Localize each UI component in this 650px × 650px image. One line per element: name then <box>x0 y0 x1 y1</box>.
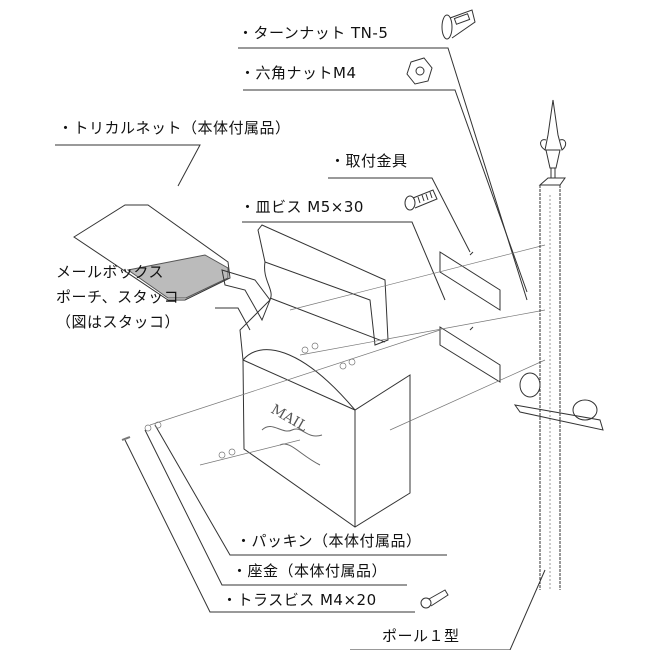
label-mailbox-line1: メールボックス <box>56 263 165 281</box>
label-packing: ・パッキン（本体付属品） <box>236 532 422 550</box>
mailbox-emblem: MAIL <box>268 402 310 435</box>
label-turn-nut: ・ターンナット TN-5 <box>238 24 389 42</box>
label-washer: ・座金（本体付属品） <box>232 562 388 580</box>
label-hex-nut: ・六角ナットM4 <box>240 64 357 82</box>
mounting-bracket-drawing <box>439 251 501 383</box>
turn-nut-icon <box>441 9 476 40</box>
label-truss-screw: ・トラスビス M4×20 <box>222 591 377 609</box>
flat-screw-icon <box>404 189 438 211</box>
hex-nut-icon <box>406 57 433 85</box>
label-mailbox-line3: （図はスタッコ） <box>56 313 181 331</box>
leader-lines <box>55 47 546 650</box>
mailbox-drawing: MAIL <box>221 224 411 528</box>
assembly-axes <box>121 244 546 466</box>
label-mailbox-line2: ポーチ、スタッコ <box>56 288 180 306</box>
label-torikaru-net: ・トリカルネット（本体付属品） <box>58 119 291 137</box>
label-bracket: ・取付金具 <box>330 152 408 170</box>
label-flat-screw: ・皿ビス M5×30 <box>240 198 364 216</box>
torikaru-net-icon <box>73 204 231 301</box>
label-pole: ポール１型 <box>382 627 460 645</box>
pole-drawing <box>513 99 604 590</box>
truss-screw-icon <box>420 589 449 609</box>
